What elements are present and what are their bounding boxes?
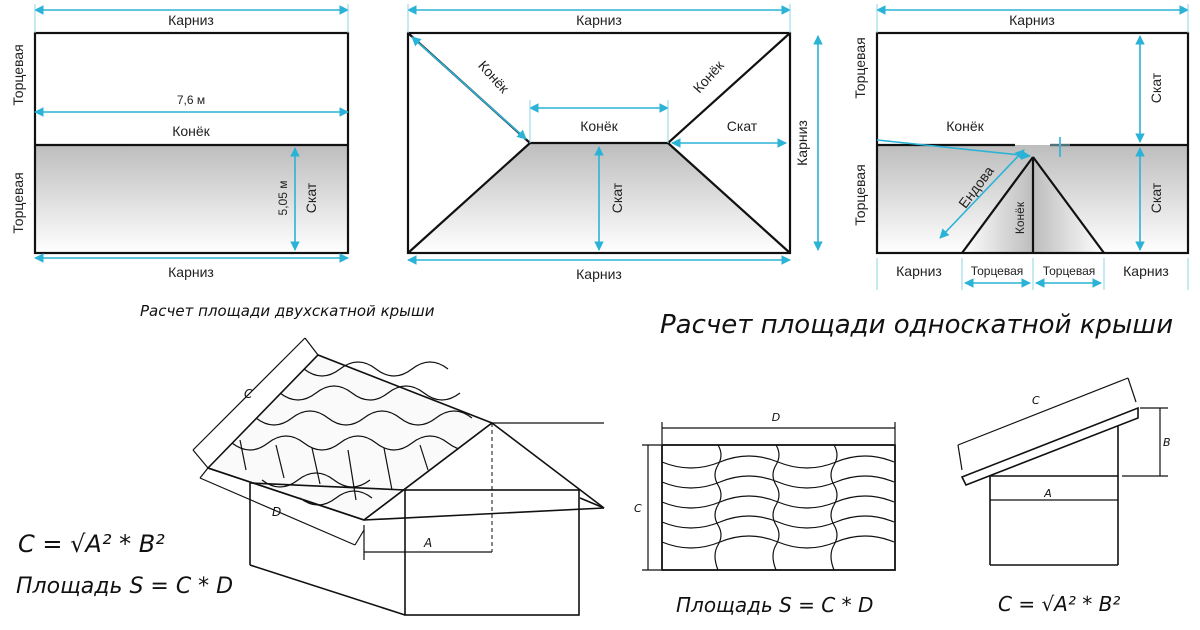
mono-formula-s: Площадь S = C * D — [676, 593, 873, 617]
gable-slope-dim-label: 5,05 м — [276, 181, 290, 216]
mono-d-label: D — [772, 411, 780, 424]
valley-bottom-gable-right-label: Торцевая — [1043, 264, 1096, 278]
valley-plan: Карниз Торцевая Торцевая Скат Скат Конёк… — [852, 4, 1190, 290]
hip-plan: Карниз Карниз Карниз Конёк Конёк Конёк С… — [406, 4, 823, 282]
hip-slope-right-label: Скат — [727, 118, 758, 134]
valley-slope-top-label: Скат — [1148, 72, 1164, 103]
mono-b-label: B — [1163, 436, 1171, 449]
mono-a-label: A — [1043, 487, 1052, 500]
valley-top-eave-label: Карниз — [1009, 12, 1055, 28]
gable-formula-c: C = √A² * B² — [18, 530, 165, 558]
gable-ridge-label: Конёк — [172, 123, 210, 139]
hip-ridge-label: Конёк — [580, 118, 618, 134]
gable-bottom-eave-label: Карниз — [168, 264, 214, 280]
hip-top-eave-label: Карниз — [576, 12, 622, 28]
hip-right-eave-label: Карниз — [794, 120, 810, 166]
gable-d-label: D — [272, 505, 281, 519]
hip-left-ridge-label: Конёк — [475, 57, 513, 96]
gable-a-label: A — [423, 536, 432, 550]
gable-slope-label: Скат — [303, 182, 319, 213]
mono-c-label: C — [634, 502, 642, 515]
gable-side-bottom-label: Торцевая — [10, 172, 26, 233]
valley-vertical-ridge-label: Конёк — [1013, 201, 1027, 234]
gable-plan: Карниз Карниз Торцевая Торцевая 7,6 м Ко… — [10, 4, 350, 280]
valley-bottom-gable-left-label: Торцевая — [971, 264, 1024, 278]
valley-side-bottom-label: Торцевая — [852, 164, 868, 225]
hip-slope-center-label: Скат — [609, 182, 625, 213]
valley-ridge-label: Конёк — [946, 118, 984, 134]
hip-bottom-eave-label: Карниз — [576, 266, 622, 282]
gable-side-top-label: Торцевая — [10, 44, 26, 105]
mono-side-c-label: C — [1032, 394, 1040, 407]
valley-slope-bottom-label: Скат — [1148, 182, 1164, 213]
hip-right-ridge-label: Конёк — [690, 57, 728, 96]
gable-calc-title: Расчет площади двухскатной крыши — [140, 302, 435, 320]
mono-calc-title: Расчет площади односкатной крыши — [660, 310, 1173, 340]
gable-top-eave-label: Карниз — [168, 12, 214, 28]
gable-formula-s: Площадь S = C * D — [16, 574, 233, 599]
gable-house-3d — [192, 337, 605, 616]
gable-width-label: 7,6 м — [177, 93, 205, 107]
valley-side-top-label: Торцевая — [852, 37, 868, 98]
mono-roof-side — [957, 377, 1168, 566]
mono-formula-c: C = √A² * B² — [998, 592, 1120, 616]
valley-bottom-eave-left-label: Карниз — [896, 263, 942, 279]
valley-bottom-eave-right-label: Карниз — [1123, 263, 1169, 279]
gable-c-label: C — [244, 387, 253, 401]
mono-roof-plan — [642, 422, 896, 571]
